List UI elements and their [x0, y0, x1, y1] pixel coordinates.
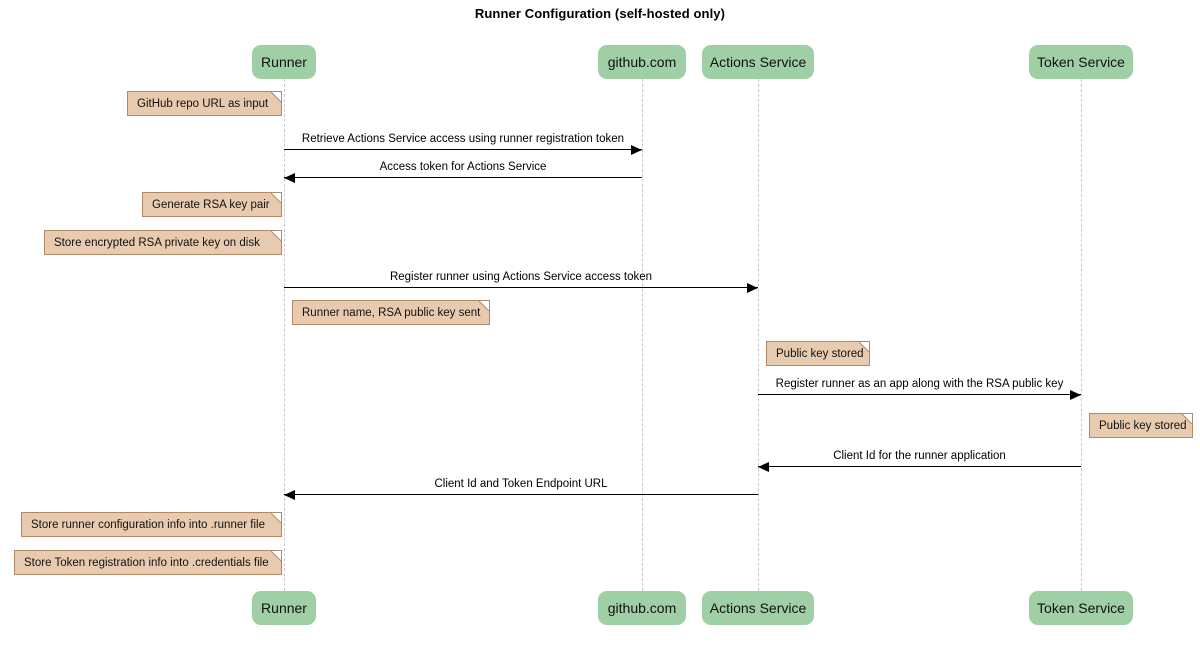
message-label-m4: Register runner as an app along with the… [775, 378, 1064, 390]
participant-token-bottom[interactable]: Token Service [1029, 591, 1133, 625]
participant-runner-bottom[interactable]: Runner [252, 591, 316, 625]
message-arrowhead-m6 [284, 489, 295, 500]
participant-label: Actions Service [709, 600, 807, 616]
participant-label: Runner [261, 600, 307, 616]
participant-label: github.com [607, 54, 677, 70]
note-text: Store encrypted RSA private key on disk [54, 236, 260, 249]
message-line-m5 [758, 466, 1081, 467]
message-label-m2: Access token for Actions Service [379, 161, 547, 173]
message-line-m1 [284, 149, 642, 150]
participant-actions-top[interactable]: Actions Service [702, 45, 814, 79]
lifeline-runner [284, 79, 285, 591]
note-fold-icon [271, 551, 281, 561]
message-arrowhead-m4 [1070, 389, 1081, 400]
note-fold-icon [271, 231, 281, 241]
participant-label: github.com [607, 600, 677, 616]
lifeline-github [642, 79, 643, 591]
participant-runner-top[interactable]: Runner [252, 45, 316, 79]
participant-label: Actions Service [709, 54, 807, 70]
note-n4: Runner name, RSA public key sent [292, 300, 490, 325]
note-text: Public key stored [1099, 419, 1187, 432]
note-fold-icon [271, 92, 281, 102]
note-n7: Store runner configuration info into .ru… [21, 512, 282, 537]
message-arrowhead-m3 [747, 282, 758, 293]
note-text: Store Token registration info into .cred… [24, 556, 269, 569]
note-text: Store runner configuration info into .ru… [31, 518, 265, 531]
note-n6: Public key stored [1089, 413, 1193, 438]
note-text: Generate RSA key pair [152, 198, 270, 211]
participant-actions-bottom[interactable]: Actions Service [702, 591, 814, 625]
message-label-m3: Register runner using Actions Service ac… [389, 271, 653, 283]
note-n1: GitHub repo URL as input [127, 91, 282, 116]
note-n2: Generate RSA key pair [142, 192, 282, 217]
note-text: Public key stored [776, 347, 864, 360]
message-label-m1: Retrieve Actions Service access using ru… [301, 133, 625, 145]
message-label-m6: Client Id and Token Endpoint URL [434, 478, 608, 490]
lifeline-token [1081, 79, 1082, 591]
message-arrowhead-m2 [284, 172, 295, 183]
participant-token-top[interactable]: Token Service [1029, 45, 1133, 79]
note-text: Runner name, RSA public key sent [302, 306, 481, 319]
message-line-m4 [758, 394, 1081, 395]
message-label-m5: Client Id for the runner application [833, 450, 1006, 462]
message-arrowhead-m1 [631, 144, 642, 155]
note-text: GitHub repo URL as input [137, 97, 269, 110]
message-arrowhead-m5 [758, 461, 769, 472]
message-line-m2 [284, 177, 642, 178]
participant-label: Token Service [1037, 600, 1125, 616]
note-fold-icon [271, 193, 281, 203]
participant-github-top[interactable]: github.com [598, 45, 686, 79]
message-line-m6 [284, 494, 758, 495]
participant-label: Token Service [1037, 54, 1125, 70]
note-fold-icon [271, 513, 281, 523]
lifeline-actions [758, 79, 759, 591]
note-fold-icon [479, 301, 489, 311]
note-n8: Store Token registration info into .cred… [14, 550, 282, 575]
participant-github-bottom[interactable]: github.com [598, 591, 686, 625]
diagram-title: Runner Configuration (self-hosted only) [474, 6, 726, 21]
note-n5: Public key stored [766, 341, 870, 366]
note-n3: Store encrypted RSA private key on disk [44, 230, 282, 255]
participant-label: Runner [261, 54, 307, 70]
message-line-m3 [284, 287, 758, 288]
